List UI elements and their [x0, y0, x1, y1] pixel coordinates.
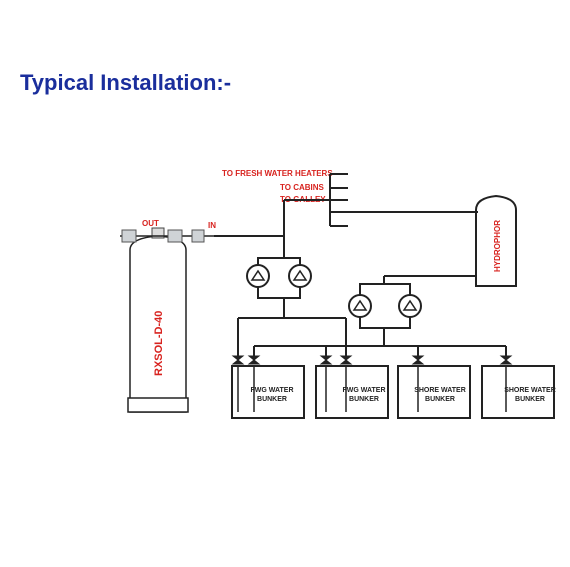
- label-heaters: TO FRESH WATER HEATERS: [222, 169, 333, 178]
- suction-lines: [237, 317, 507, 360]
- tank-fwg-1: FWG WATER BUNKER: [231, 365, 305, 419]
- tank-shore-2: SHORE WATER BUNKER: [481, 365, 556, 419]
- rxsol-unit: RXSOL-D-40: [127, 227, 189, 413]
- tank-label: BUNKER: [349, 396, 379, 403]
- tank-fwg-2: FWG WATER BUNKER: [315, 365, 389, 419]
- valve-icon: [319, 355, 333, 365]
- out-label: OUT: [142, 219, 159, 228]
- unit-label: RXSOL-D-40: [153, 311, 165, 376]
- tank-label: FWG WATER: [250, 387, 293, 394]
- tank-label: BUNKER: [257, 396, 287, 403]
- in-label: IN: [208, 221, 216, 230]
- valves: [231, 355, 513, 365]
- lower-pump-group: [348, 283, 422, 346]
- hydrophor-label: HYDROPHOR: [493, 220, 502, 272]
- tank-label: SHORE WATER: [504, 387, 556, 394]
- tank-label: BUNKER: [515, 396, 545, 403]
- tank-label: SHORE WATER: [414, 387, 466, 394]
- tank-label: BUNKER: [425, 396, 455, 403]
- valve-icon: [411, 355, 425, 365]
- hydrophor-tank: HYDROPHOR: [383, 194, 517, 287]
- unit-piping: OUT IN: [120, 219, 284, 243]
- upper-pump-group: [246, 200, 312, 318]
- tank-label: FWG WATER: [342, 387, 385, 394]
- valve-icon: [499, 355, 513, 365]
- valve-icon: [339, 355, 353, 365]
- label-cabins: TO CABINS: [280, 183, 325, 192]
- valve-icon: [247, 355, 261, 365]
- valve-icon: [231, 355, 245, 365]
- page-title: Typical Installation:-: [20, 70, 232, 95]
- distribution-manifold: TO FRESH WATER HEATERS TO CABINS TO GALL…: [222, 169, 478, 227]
- tank-shore-1: SHORE WATER BUNKER: [397, 365, 471, 419]
